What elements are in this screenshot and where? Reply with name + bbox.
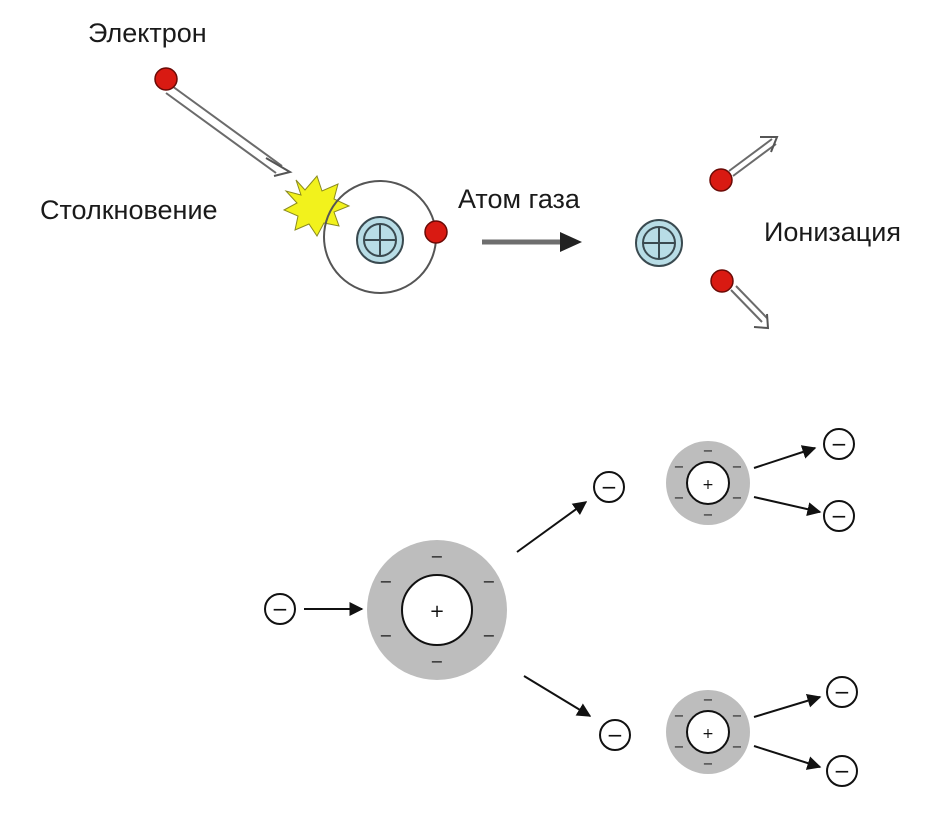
svg-text:−: − [674, 709, 685, 724]
collision-label: Столкновение [40, 195, 218, 225]
svg-text:−: − [732, 460, 743, 475]
schematic-small-atom-top: + − − − − − − [666, 441, 750, 525]
released-electron-top [709, 168, 733, 192]
schematic-bottom-arrow-2 [753, 745, 822, 770]
released-electron-bottom-arrow [730, 285, 770, 330]
svg-text:−: − [703, 693, 714, 708]
schematic-arrow-up [516, 501, 588, 553]
ionization-label: Ионизация [764, 217, 901, 247]
schematic-top-electron-1: − [823, 428, 855, 460]
svg-text:−: − [482, 572, 495, 591]
ion-nucleus [635, 219, 683, 267]
schematic-bottom-electron-1: − [826, 676, 858, 708]
schematic-small-atom-bottom: + − − − − − − [666, 690, 750, 774]
schematic-incoming-electron: − [264, 593, 296, 625]
schematic-arrow-down [523, 675, 592, 717]
svg-text:−: − [674, 460, 685, 475]
electron-label: Электрон [88, 18, 207, 48]
schematic-top-electron-2: − [823, 500, 855, 532]
orbiting-electron [424, 220, 448, 244]
svg-text:−: − [732, 740, 743, 755]
svg-text:−: − [674, 491, 685, 506]
svg-text:−: − [674, 740, 685, 755]
svg-text:−: − [703, 508, 714, 523]
svg-text:+: + [702, 477, 714, 493]
svg-text:−: − [834, 759, 851, 783]
schematic-released-electron-top: − [593, 471, 625, 503]
svg-text:−: − [379, 572, 392, 591]
released-electron-top-arrow [728, 136, 779, 177]
schematic-top-arrow-1 [753, 445, 817, 469]
svg-text:−: − [601, 475, 618, 499]
svg-text:−: − [703, 444, 714, 459]
svg-text:−: − [831, 432, 848, 456]
svg-text:−: − [831, 504, 848, 528]
svg-text:−: − [607, 723, 624, 747]
gas-atom-nucleus [356, 216, 404, 264]
svg-text:−: − [732, 709, 743, 724]
collision-burst-icon [282, 175, 351, 237]
svg-text:−: − [703, 757, 714, 772]
svg-text:−: − [379, 626, 392, 645]
svg-text:+: + [429, 601, 444, 622]
released-electron-bottom [710, 269, 734, 293]
svg-text:−: − [430, 652, 443, 671]
svg-text:−: − [430, 547, 443, 566]
svg-text:−: − [272, 597, 289, 621]
schematic-large-atom: + − − − − − − [367, 540, 507, 680]
svg-text:−: − [834, 680, 851, 704]
svg-text:+: + [702, 726, 714, 742]
schematic-bottom-electron-2: − [826, 755, 858, 787]
gas-atom-label: Атом газа [458, 184, 580, 214]
schematic-released-electron-bottom: − [599, 719, 631, 751]
svg-text:−: − [732, 491, 743, 506]
schematic-bottom-arrow-1 [753, 693, 822, 718]
svg-text:−: − [482, 626, 495, 645]
schematic-top-arrow-2 [753, 496, 822, 517]
incoming-electron-track [165, 85, 293, 177]
process-arrow-icon [482, 232, 582, 252]
incoming-electron [154, 67, 178, 91]
